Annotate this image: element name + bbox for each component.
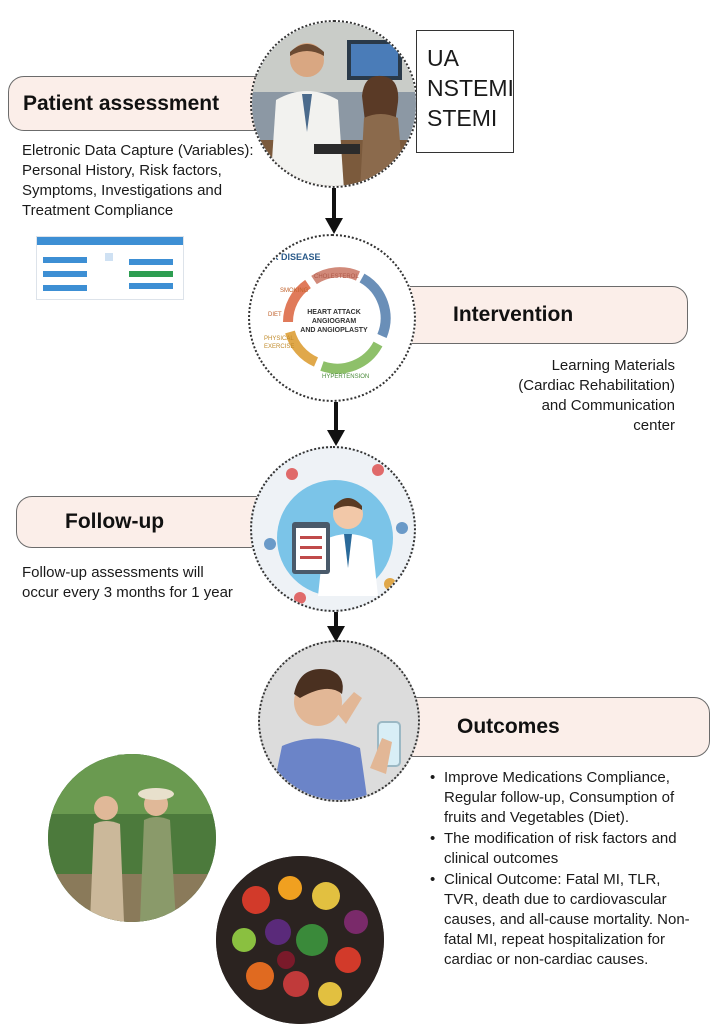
man-taking-medication-svg (260, 642, 418, 800)
doctor-checklist-svg (264, 464, 408, 604)
arrow-assessment-to-intervention (325, 188, 343, 234)
outcomes-title: Outcomes (457, 715, 560, 738)
factor-physical-line2: EXERCISE (264, 344, 294, 350)
intervention-title: Intervention (453, 303, 574, 326)
infographic-heading: R DISEASE (272, 252, 321, 262)
factor-diet: DIET (268, 312, 282, 318)
fruits-vegetables-svg (216, 856, 384, 1024)
doctor-consultation-image (250, 20, 418, 188)
infographic-center-line2: ANGIOGRAM (312, 318, 357, 325)
followup-title: Follow-up (65, 510, 165, 533)
elderly-couple-svg (48, 754, 216, 922)
app-screenshot-thumbnail (37, 237, 183, 291)
doctor-consultation-illustration (252, 22, 416, 186)
heart-disease-infographic: R DISEASE HEART ATTACK ANGIOGRAM AND ANG… (248, 234, 416, 402)
factor-cholesterol: CHOLESTEROL (314, 274, 359, 280)
factor-hypertension: HYPERTENSION (322, 374, 369, 380)
followup-label: Follow-up (16, 496, 278, 548)
patient-assessment-title: Patient assessment (23, 91, 220, 115)
outcome-item: The modification of risk factors and cli… (430, 829, 698, 869)
type-ua: UA (427, 45, 459, 71)
factor-smoking: SMOKING (280, 288, 309, 294)
arrow-followup-to-outcomes (327, 612, 345, 642)
infographic-center-line3: AND ANGIOPLASTY (300, 327, 368, 334)
outcome-item: Clinical Outcome: Fatal MI, TLR, TVR, de… (430, 870, 698, 970)
data-capture-app-screenshot (36, 236, 184, 300)
fruits-vegetables-image (216, 856, 384, 1024)
outcomes-list: Improve Medications Compliance, Regular … (430, 768, 698, 971)
followup-description: Follow-up assessments will occur every 3… (22, 564, 233, 601)
mi-types-box: UA NSTEMI STEMI (416, 30, 514, 153)
man-taking-medication-image (258, 640, 420, 802)
assessment-description: Eletronic Data Capture (Variables): Pers… (22, 142, 254, 219)
patient-assessment-label: Patient assessment (8, 76, 278, 131)
outcomes-label: Outcomes (382, 697, 710, 757)
arrow-intervention-to-followup (327, 402, 345, 446)
elderly-couple-walking-image (48, 754, 216, 922)
outcome-item: Improve Medications Compliance, Regular … (430, 768, 698, 828)
infographic-center-line1: HEART ATTACK (307, 309, 361, 316)
factor-physical-line1: PHYSICAL (264, 336, 294, 342)
type-stemi: STEMI (427, 105, 498, 131)
type-nstemi: NSTEMI (427, 75, 514, 101)
intervention-description: Learning Materials (Cardiac Rehabilitati… (518, 357, 675, 434)
heart-disease-infographic-svg: R DISEASE HEART ATTACK ANGIOGRAM AND ANG… (264, 252, 391, 380)
doctor-checklist-illustration (250, 446, 416, 612)
intervention-label: Intervention (392, 286, 688, 344)
